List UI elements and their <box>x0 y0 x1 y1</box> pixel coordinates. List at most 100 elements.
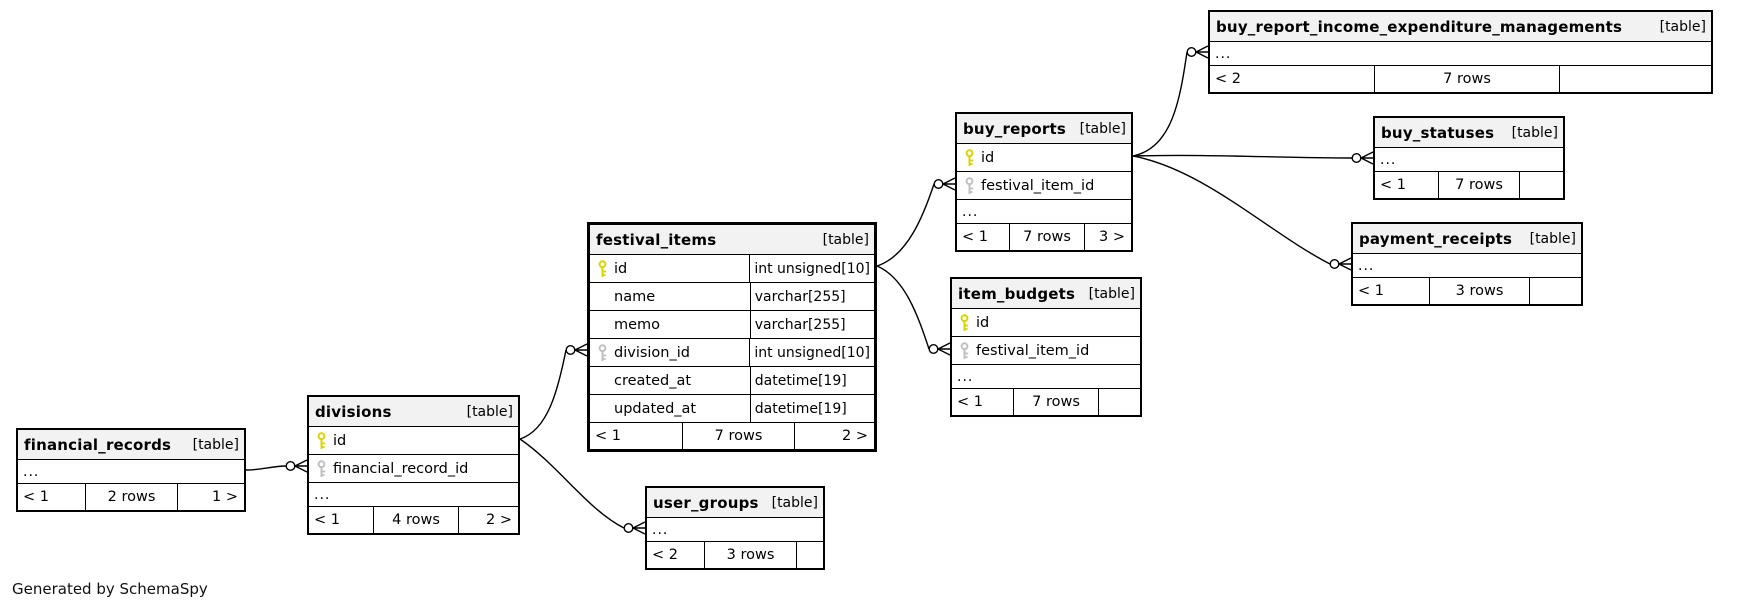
pager-next: 3 > <box>1099 229 1125 245</box>
key-cell <box>590 259 614 278</box>
zero-circle-marker <box>565 345 576 356</box>
column-name: id <box>333 432 347 449</box>
table-type-badge: [table] <box>1511 124 1558 141</box>
row-count: 4 rows <box>374 507 459 533</box>
column-row: updated_at datetime[19] <box>590 395 874 423</box>
foreign-key-icon <box>960 341 968 359</box>
pager-prev: < 1 <box>952 389 1014 415</box>
table-header: buy_reports[table] <box>957 114 1131 144</box>
table-header: buy_report_income_expenditure_management… <box>1210 12 1711 42</box>
ellipsis-row: ... <box>957 200 1131 224</box>
column-row: financial_record_id <box>309 455 518 483</box>
zero-circle-marker <box>933 178 944 189</box>
zero-circle-marker <box>1329 259 1340 270</box>
row-count: 7 rows <box>683 423 795 449</box>
column-name: created_at <box>614 372 692 389</box>
row-count: 3 rows <box>705 542 797 568</box>
table-type-badge: [table] <box>1079 120 1126 137</box>
column-row: id <box>952 309 1140 337</box>
relationship-divisions-user_groups <box>519 438 646 535</box>
column-name: memo <box>614 316 661 333</box>
column-name: division_id <box>614 344 690 361</box>
column-type: int unsigned[10] <box>749 255 874 282</box>
row-count: 7 rows <box>1014 389 1099 415</box>
column-name: festival_item_id <box>981 177 1095 194</box>
row-count: 3 rows <box>1430 278 1530 304</box>
key-cell <box>309 459 333 478</box>
pager-next <box>1520 172 1563 198</box>
table-type-badge: [table] <box>1088 285 1135 302</box>
pager-next: 2 > <box>842 428 868 444</box>
zero-circle-marker <box>928 344 939 355</box>
table-box-buy_report_income_expenditure_managements[interactable]: buy_report_income_expenditure_management… <box>1208 10 1713 94</box>
table-title: divisions <box>315 402 392 421</box>
column-row: memo varchar[255] <box>590 311 874 339</box>
relationship-buy_reports-payment_receipts <box>1132 155 1352 271</box>
zero-circle-marker <box>623 523 634 534</box>
table-type-badge: [table] <box>192 436 239 453</box>
column-type: datetime[19] <box>749 367 874 394</box>
pager-prev: < 2 <box>1210 66 1375 92</box>
table-header: user_groups[table] <box>647 488 823 518</box>
foreign-key-icon <box>965 176 973 194</box>
row-count: 7 rows <box>1375 66 1560 92</box>
crow-foot-marker <box>632 521 646 535</box>
crow-foot-marker <box>1338 257 1352 271</box>
relationship-divisions-festival_items <box>519 343 588 440</box>
relationship-festival_items-buy_reports <box>876 177 956 267</box>
key-cell <box>309 431 333 450</box>
column-name: id <box>981 149 995 166</box>
pager-prev: < 1 <box>18 484 86 510</box>
table-type-badge: [table] <box>466 403 513 420</box>
pager-prev: < 1 <box>1375 172 1439 198</box>
column-type: varchar[255] <box>749 311 874 338</box>
ellipsis-row: ... <box>1375 148 1563 172</box>
table-header: financial_records[table] <box>18 430 244 460</box>
column-row: festival_item_id <box>957 172 1131 200</box>
crow-foot-marker <box>1360 151 1374 165</box>
pager-next <box>797 542 823 568</box>
column-name: name <box>614 288 656 305</box>
table-title: festival_items <box>596 230 717 249</box>
key-cell <box>952 313 976 332</box>
table-title: item_budgets <box>958 284 1076 303</box>
column-row: created_at datetime[19] <box>590 367 874 395</box>
crow-foot-marker <box>942 177 956 191</box>
table-title: buy_statuses <box>1381 123 1495 142</box>
zero-circle-marker <box>1186 47 1197 58</box>
column-name: financial_record_id <box>333 460 469 477</box>
column-name: updated_at <box>614 400 697 417</box>
column-type: datetime[19] <box>749 395 874 422</box>
pager-prev: < 1 <box>590 423 683 449</box>
table-type-badge: [table] <box>1529 230 1576 247</box>
table-header: item_budgets [table] <box>952 279 1140 309</box>
crow-foot-marker <box>1195 45 1209 59</box>
key-cell <box>957 148 981 167</box>
zero-circle-marker <box>1351 152 1362 163</box>
table-header: buy_statuses [table] <box>1375 118 1563 148</box>
relationship-financial_records-divisions <box>245 459 308 473</box>
primary-key-icon <box>965 148 973 166</box>
key-cell <box>952 341 976 360</box>
table-header: divisions [table] <box>309 397 518 427</box>
column-row: id <box>309 427 518 455</box>
column-name: festival_item_id <box>976 342 1090 359</box>
row-count: 7 rows <box>1010 224 1085 250</box>
foreign-key-icon <box>317 459 325 477</box>
table-type-badge: [table] <box>822 231 869 248</box>
pager-prev: < 2 <box>647 542 705 568</box>
